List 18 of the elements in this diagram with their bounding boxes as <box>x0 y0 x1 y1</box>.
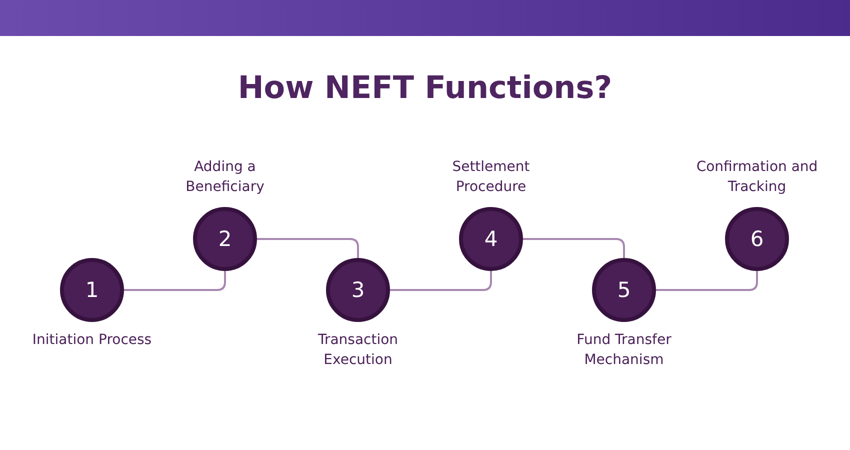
step-number: 3 <box>351 278 365 302</box>
step-label: Transaction Execution <box>316 331 400 370</box>
step-label: Initiation Process <box>31 331 153 350</box>
connector-line <box>390 271 492 291</box>
step-label: Adding a Beneficiary <box>184 158 266 197</box>
step-number: 2 <box>218 227 232 251</box>
connector-line <box>523 238 625 258</box>
connector-line <box>656 271 758 291</box>
step-label: Confirmation and Tracking <box>695 158 819 197</box>
step-number: 1 <box>85 278 99 302</box>
step-label: Settlement Procedure <box>451 158 531 197</box>
step-number: 4 <box>484 227 498 251</box>
connector-line <box>257 238 359 258</box>
connector-line <box>124 271 226 291</box>
step-number: 6 <box>750 227 764 251</box>
title: How NEFT Functions? <box>236 70 614 106</box>
step-label: Fund Transfer Mechanism <box>576 331 672 370</box>
step-number: 5 <box>617 278 631 302</box>
